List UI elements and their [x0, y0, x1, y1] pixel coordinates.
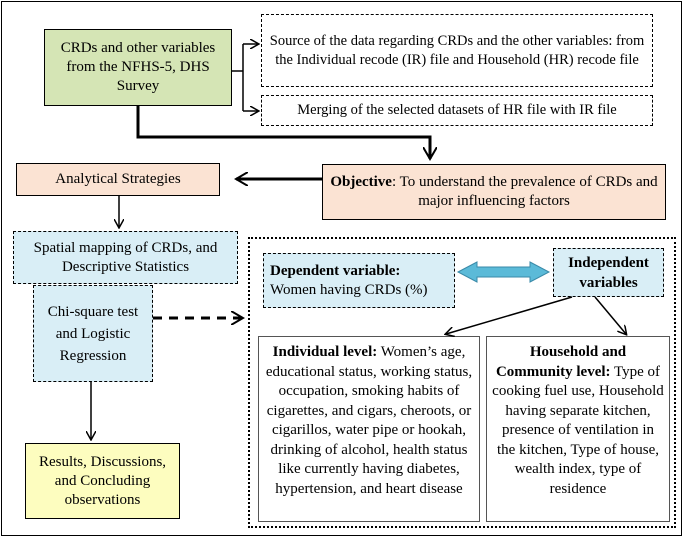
objective-text: : To understand the prevalence of CRDs a…	[391, 174, 658, 209]
dependent-variable-label: Dependent variable:	[270, 262, 401, 279]
dependent-variable-text: Women having CRDs (%)	[270, 281, 428, 298]
objective-text-wrap: Objective: To understand the prevalence …	[329, 173, 659, 211]
independent-to-household-arrow	[594, 296, 626, 334]
data-source-box: CRDs and other variables from the NFHS-5…	[44, 29, 232, 106]
spatial-mapping-box: Spatial mapping of CRDs, and Descriptive…	[13, 231, 238, 284]
individual-level-box: Individual level: Women’s age, education…	[258, 336, 480, 522]
data-source-text: CRDs and other variables from the NFHS-5…	[60, 40, 216, 94]
independent-to-individual-arrow	[446, 296, 573, 334]
merging-text: Merging of the selected datasets of HR f…	[297, 102, 617, 118]
source-to-objective-arrow	[136, 106, 430, 159]
individual-level-text: Women’s age, educational status, working…	[265, 344, 473, 497]
independent-variables-text: Independent variables	[568, 254, 649, 291]
objective-label: Objective	[330, 174, 392, 190]
analytical-strategies-text: Analytical Strategies	[55, 171, 181, 187]
source-bracket	[232, 44, 258, 111]
household-level-label: Household and Community level:	[495, 344, 627, 380]
results-box: Results, Discussions, and Concluding obs…	[25, 443, 180, 519]
dependent-independent-double-arrow	[456, 261, 551, 283]
dependent-variable-text-wrap: Dependent variable: Women having CRDs (%…	[270, 262, 448, 300]
results-text: Results, Discussions, and Concluding obs…	[38, 453, 167, 508]
household-level-box: Household and Community level: Type of c…	[486, 336, 670, 522]
source-description-text: Source of the data regarding CRDs and th…	[269, 32, 645, 68]
spatial-mapping-text: Spatial mapping of CRDs, and Descriptive…	[33, 239, 218, 275]
source-description-box: Source of the data regarding CRDs and th…	[261, 14, 653, 87]
chi-square-text: Chi-square test and Logistic Regression	[47, 303, 139, 364]
chi-square-box: Chi-square test and Logistic Regression	[33, 285, 153, 382]
merging-box: Merging of the selected datasets of HR f…	[261, 95, 653, 126]
dependent-variable-box: Dependent variable: Women having CRDs (%…	[263, 253, 455, 308]
analytical-strategies-box: Analytical Strategies	[16, 163, 220, 196]
independent-variables-box: Independent variables	[553, 248, 664, 297]
household-level-text: Type of cooking fuel use, Household havi…	[492, 363, 664, 497]
objective-box: Objective: To understand the prevalence …	[322, 164, 666, 220]
individual-level-label: Individual level:	[272, 344, 378, 360]
